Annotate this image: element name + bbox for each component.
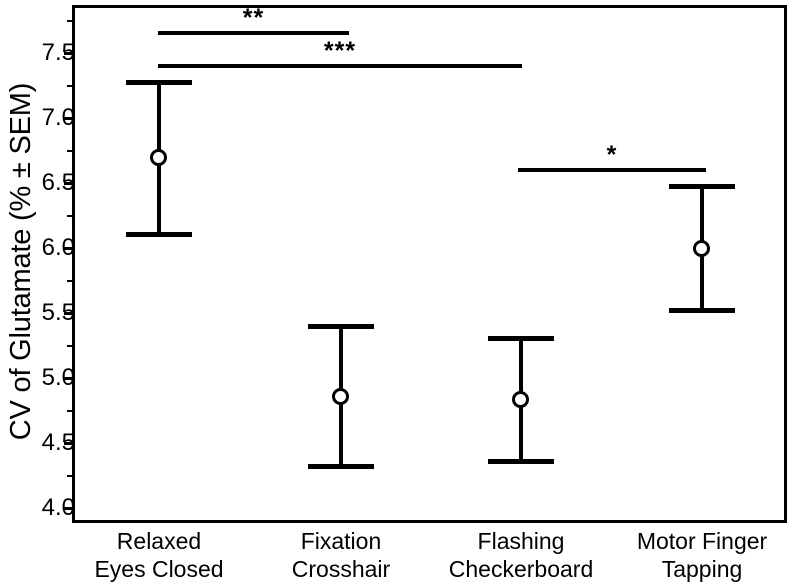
y-tick-major: [64, 247, 75, 250]
y-tick-minor: [67, 344, 74, 347]
y-tick-label: 7.5: [41, 39, 75, 66]
y-tick-minor: [67, 474, 74, 477]
x-axis-label-line1: Relaxed: [116, 528, 202, 554]
significance-label-2: ***: [323, 37, 357, 65]
error-bar-upper-cap: [488, 335, 554, 341]
error-bar-upper-cap: [669, 183, 735, 189]
y-tick-label: 4.0: [41, 494, 75, 521]
y-tick-minor: [67, 409, 74, 412]
error-bar-lower-cap: [126, 231, 192, 237]
significance-bar-2: [158, 64, 522, 68]
y-tick-major: [64, 182, 75, 185]
error-bar-2: [281, 0, 401, 523]
y-tick-minor: [67, 279, 74, 282]
significance-label-3: *: [606, 141, 618, 169]
error-bar-upper-cap: [308, 324, 374, 329]
y-tick-major: [64, 377, 75, 380]
y-tick-minor: [67, 149, 74, 152]
plot-area: [72, 5, 787, 523]
data-point-marker: [332, 388, 349, 406]
error-bar-upper-cap: [126, 79, 192, 85]
significance-bar-3: [518, 168, 706, 172]
y-tick-minor: [67, 214, 74, 217]
error-bar-lower-cap: [669, 308, 735, 314]
y-tick-major: [64, 52, 75, 55]
x-axis-label-line2: Eyes Closed: [94, 556, 224, 582]
x-axis-label-line2: Checkerboard: [448, 556, 594, 582]
y-tick-minor: [67, 19, 74, 22]
y-tick-label: 4.5: [41, 429, 75, 456]
y-tick-label: 5.0: [41, 364, 75, 391]
error-bar-3: [461, 0, 581, 523]
data-point-marker: [512, 390, 529, 408]
y-tick-major: [64, 312, 75, 315]
x-axis-label-line1: Fixation: [300, 528, 382, 554]
y-tick-major: [64, 117, 75, 120]
x-axis-label-line1: Motor Finger: [636, 528, 768, 554]
error-bar-lower-cap: [308, 464, 374, 470]
data-point-marker: [150, 149, 167, 166]
y-tick-major: [64, 507, 75, 510]
y-axis-ticks: 4.0 4.5 5.0 5.5 6.0 6.5 7.0 7.5: [0, 0, 75, 587]
x-axis-label-line1: Flashing: [477, 528, 565, 554]
error-bar-1: [99, 0, 219, 523]
y-tick-label: 6.0: [41, 234, 75, 261]
y-tick-label: 6.5: [41, 169, 75, 196]
error-bar-lower-cap: [488, 459, 554, 465]
x-axis-label-line2: Crosshair: [291, 556, 391, 582]
significance-bar-1: [158, 31, 349, 35]
y-tick-label: 7.0: [41, 104, 75, 131]
y-tick-minor: [67, 84, 74, 87]
y-tick-label: 5.5: [41, 299, 75, 326]
error-bar-4: [642, 0, 762, 523]
y-tick-major: [64, 442, 75, 445]
significance-label-1: **: [242, 4, 265, 32]
data-point-marker: [693, 240, 710, 257]
x-axis-label-line2: Tapping: [661, 556, 743, 582]
